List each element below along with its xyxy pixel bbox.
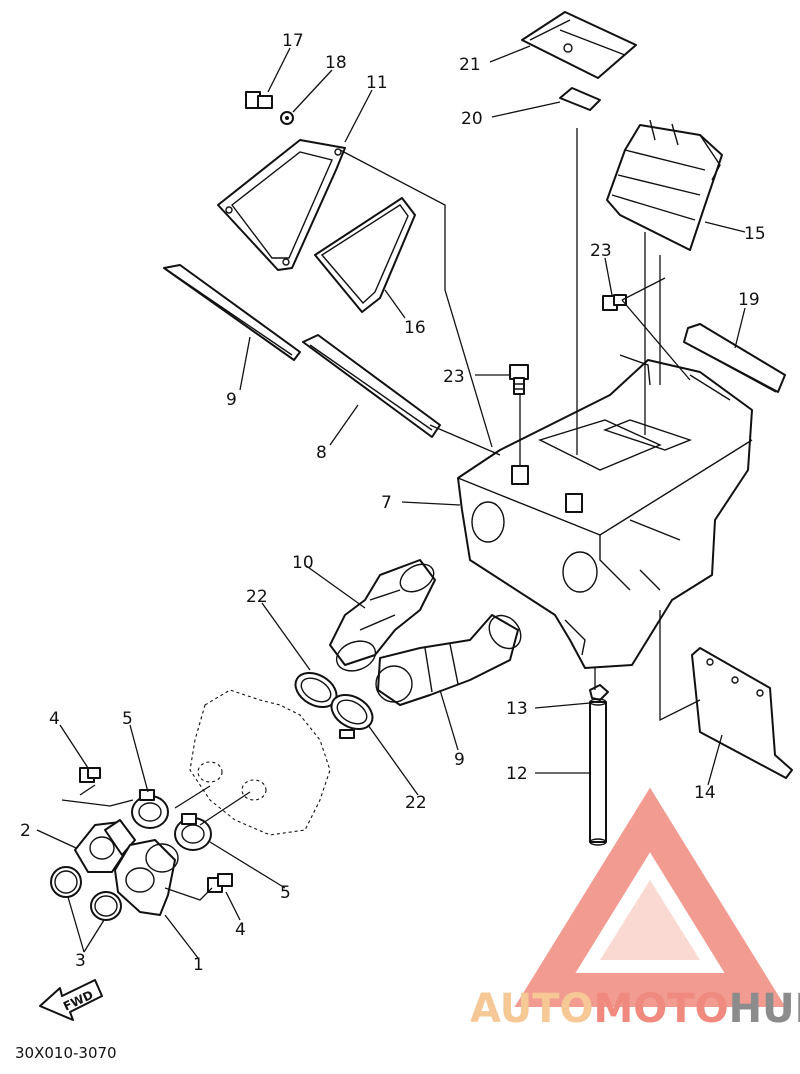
part-1-intake-joint bbox=[114, 839, 179, 916]
part-23-bolt-lower bbox=[509, 364, 529, 395]
callout-14: 15 bbox=[744, 224, 766, 244]
part-20-pad bbox=[559, 87, 601, 111]
part-4-screw-upper bbox=[79, 767, 101, 783]
callout-labels: 17 18 11 21 20 15 23 19 23 16 9 8 7 10 2… bbox=[20, 31, 766, 975]
part-22-clamp-b bbox=[330, 693, 374, 739]
part-7-element bbox=[302, 334, 441, 438]
callout-12: 12 bbox=[506, 764, 528, 784]
callout-16: 16 bbox=[404, 318, 426, 338]
part-18-washer bbox=[280, 111, 294, 125]
callout-21: 21 bbox=[459, 55, 481, 75]
part-6-air-box bbox=[457, 354, 753, 669]
callout-4-lower: 4 bbox=[235, 920, 246, 940]
part-9-joint bbox=[375, 614, 522, 706]
part-19-seal bbox=[683, 323, 786, 393]
callout-15: 14 bbox=[694, 783, 716, 803]
part-13-clip bbox=[589, 684, 609, 701]
callout-3: 3 bbox=[75, 951, 86, 971]
part-3-o-rings bbox=[50, 866, 122, 921]
drawing-code: 30X010-3070 bbox=[15, 1044, 117, 1062]
callout-23-upper: 23 bbox=[590, 241, 612, 261]
engine-outline-phantom bbox=[189, 689, 331, 836]
callout-8: 9 bbox=[226, 390, 237, 410]
part-14-intake-boot bbox=[606, 119, 723, 251]
callout-2: 2 bbox=[20, 821, 31, 841]
callout-11: 11 bbox=[366, 73, 388, 93]
callout-9: 9 bbox=[454, 750, 465, 770]
callout-1: 1 bbox=[193, 955, 204, 975]
part-12-drain-hose bbox=[589, 698, 607, 846]
assembly-lines bbox=[61, 128, 701, 901]
watermark-logo bbox=[514, 787, 786, 1007]
watermark-text: AUTOMOTOHUB bbox=[470, 986, 800, 1032]
callout-19: 19 bbox=[738, 290, 760, 310]
fwd-arrow: FWD bbox=[39, 979, 103, 1021]
callout-5-lower: 5 bbox=[280, 883, 291, 903]
callout-22-upper: 22 bbox=[246, 587, 268, 607]
part-21-cover bbox=[521, 11, 637, 79]
callout-17: 17 bbox=[282, 31, 304, 51]
callout-leaders bbox=[36, 45, 746, 959]
callout-5-upper: 5 bbox=[122, 709, 133, 729]
part-23-bolt-upper bbox=[602, 294, 627, 311]
callout-10: 10 bbox=[292, 553, 314, 573]
part-17-screw bbox=[245, 91, 273, 109]
callout-7: 8 bbox=[316, 443, 327, 463]
part-16-gasket bbox=[314, 197, 416, 313]
part-22-clamp-a bbox=[294, 671, 338, 709]
part-5-clamp-upper bbox=[131, 789, 169, 829]
part-5-clamp-lower bbox=[174, 813, 212, 851]
part-8-element bbox=[163, 264, 301, 361]
part-10-joint bbox=[329, 559, 436, 672]
callout-22-lower: 22 bbox=[405, 793, 427, 813]
part-11-filter-frame bbox=[217, 139, 346, 271]
callout-20: 20 bbox=[461, 109, 483, 129]
part-2-intake-joint bbox=[74, 819, 136, 873]
callout-4-upper: 4 bbox=[49, 709, 60, 729]
part-15-side-plate bbox=[691, 647, 793, 779]
callout-18: 18 bbox=[325, 53, 347, 73]
callout-6: 7 bbox=[381, 493, 392, 513]
callout-13: 13 bbox=[506, 699, 528, 719]
callout-23-lower: 23 bbox=[443, 367, 465, 387]
